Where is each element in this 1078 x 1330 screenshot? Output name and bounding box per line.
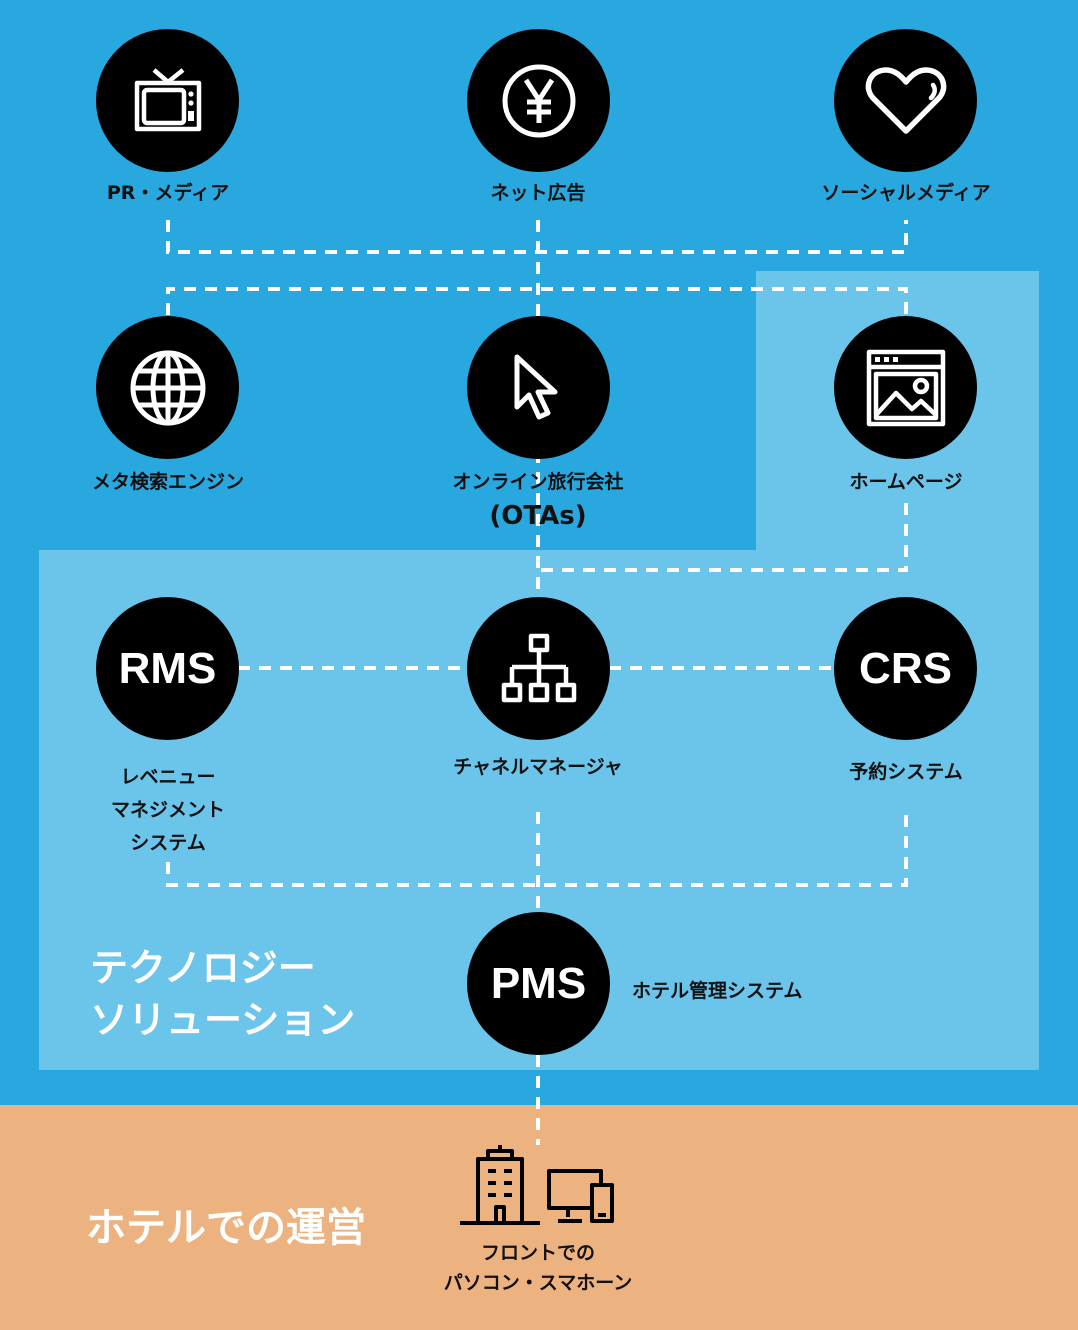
channel-manager-node xyxy=(467,597,610,740)
otas-label-line1: オンライン旅行会社 xyxy=(452,471,624,493)
homepage-label: ホームページ xyxy=(849,471,963,493)
building-icon xyxy=(460,1145,540,1225)
otas-node xyxy=(467,316,610,459)
pms-node-text: PMS xyxy=(490,958,587,1008)
rms-label: レベニュー マネジメント システム xyxy=(111,761,225,860)
pms-label: ホテル管理システム xyxy=(632,980,803,1002)
webpage-image-icon xyxy=(866,349,945,426)
heart-icon xyxy=(865,66,946,134)
globe-icon xyxy=(130,350,205,425)
otas-label-line2: (OTAs) xyxy=(489,501,587,531)
yen-icon xyxy=(502,64,575,137)
pms-node: PMS xyxy=(467,912,610,1055)
rms-label-line1: レベニュー xyxy=(120,766,216,788)
pr-media-node xyxy=(96,29,239,172)
homepage-node xyxy=(834,316,977,459)
rms-node-text: RMS xyxy=(118,643,217,693)
net-ads-label: ネット広告 xyxy=(490,182,586,204)
operations-title: ホテルでの運営 xyxy=(86,1205,366,1251)
pr-media-label: PR・メディア xyxy=(106,182,230,204)
technology-title-line2: ソリューション xyxy=(90,998,356,1042)
meta-search-node xyxy=(96,316,239,459)
social-media-node xyxy=(834,29,977,172)
front-icons xyxy=(460,1145,614,1225)
net-ads-node xyxy=(467,29,610,172)
technology-title-line1: テクノロジー xyxy=(90,946,316,990)
crs-node-text: CRS xyxy=(859,643,952,693)
front-label-line2: パソコン・スマホーン xyxy=(443,1272,633,1294)
tv-icon xyxy=(134,67,201,131)
social-media-label: ソーシャルメディア xyxy=(821,182,991,204)
rms-crs-merge-line xyxy=(166,812,908,887)
rms-label-line2: マネジメント xyxy=(110,799,226,821)
front-label-line1: フロントでの xyxy=(480,1242,596,1264)
cursor-icon xyxy=(514,354,557,419)
channel-manager-label: チャネルマネージャ xyxy=(453,756,623,778)
rms-node: RMS xyxy=(96,597,239,740)
rms-label-line3: システム xyxy=(130,832,206,854)
homepage-connector-line xyxy=(538,503,908,572)
meta-search-label: メタ検索エンジン xyxy=(91,471,245,493)
front-label: フロントでの パソコン・スマホーン xyxy=(444,1238,632,1298)
otas-label: オンライン旅行会社 (OTAs) xyxy=(452,466,623,533)
crs-node: CRS xyxy=(834,597,977,740)
devices-icon xyxy=(547,1169,614,1223)
crs-label: 予約システム xyxy=(849,761,963,783)
second-row-split-line xyxy=(166,287,908,315)
hierarchy-icon xyxy=(501,633,576,702)
technology-solution-title: テクノロジー ソリューション xyxy=(90,942,355,1046)
